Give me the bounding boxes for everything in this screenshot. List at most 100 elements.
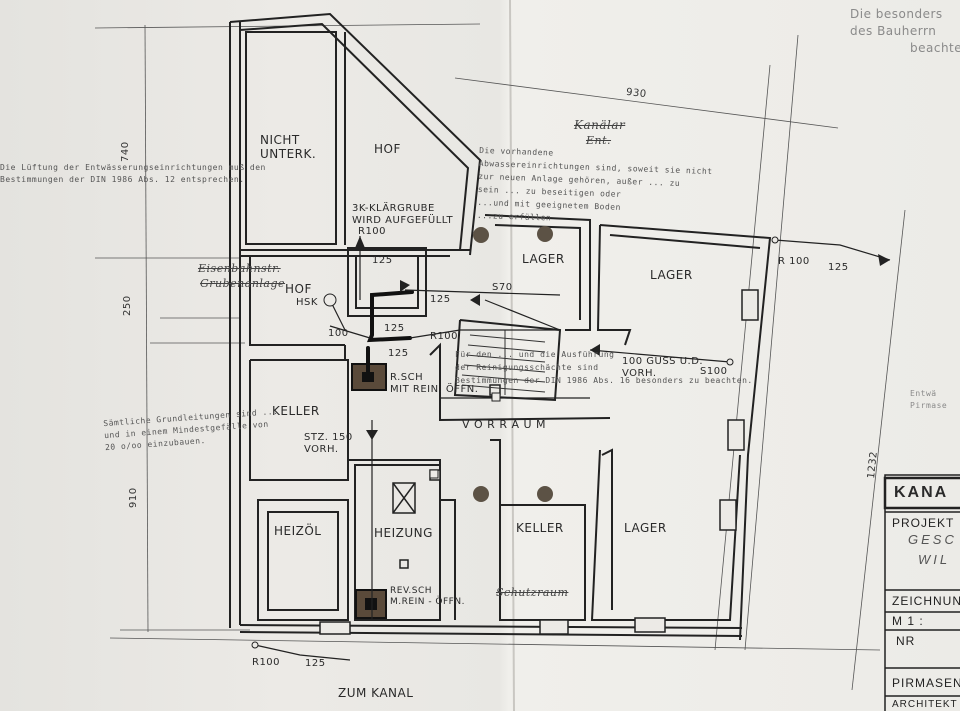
strikeout-e: Schutzraum	[496, 586, 569, 599]
room-nicht-unterk: NICHT UNTERK.	[260, 133, 316, 161]
wall-lager-bottom	[590, 449, 741, 621]
pipe-node-guss	[726, 358, 734, 366]
label-guss-line-1: 100 GUSS U.D.	[622, 356, 704, 367]
pipe-label-r100-mid: R100	[430, 331, 459, 342]
pipe-label-r100-kg: R100	[358, 226, 387, 237]
niche-6	[319, 621, 351, 635]
room-heizoel: HEIZÖL	[274, 524, 322, 538]
title-block-project-1: GESC	[908, 532, 957, 547]
room-lager-right: LAGER	[650, 268, 693, 282]
room-keller-left: KELLER	[272, 404, 320, 418]
note-right-faint-line-1: Entwä	[910, 389, 937, 398]
label-klaergrube: 3K-KLÄRGRUBE WIRD AUFGEFÜLLT	[352, 203, 453, 227]
label-rev-sch-line-1: REV.SCH	[390, 586, 433, 596]
pipe-label-125-c: 125	[384, 323, 405, 334]
vent-box-2	[429, 469, 439, 479]
wall-lager-small	[484, 214, 591, 331]
wall-top	[229, 12, 482, 256]
wall-stair	[453, 319, 562, 402]
room-nicht-line-2: UNTERK.	[260, 147, 317, 161]
wall-bottom	[239, 624, 743, 629]
label-guss: 100 GUSS U.D. VORH.	[622, 356, 703, 380]
note-rein-line-1: Für den ... und die Ausführung	[455, 350, 615, 359]
wall-room-nicht	[245, 31, 337, 245]
pipe-right-main	[774, 239, 891, 261]
pipe-label-100-hsk: 100	[328, 328, 349, 339]
label-stz-line-2: VORH.	[304, 444, 339, 455]
label-rev-sch: REV.SCH M.REIN - ÖFFN.	[390, 586, 465, 608]
wall-klaergrube	[347, 247, 427, 317]
pipe-r100-mid	[409, 329, 560, 339]
room-lager-bottom: LAGER	[624, 521, 667, 535]
wall-lager-right-left	[596, 224, 632, 346]
pipe-label-125-b: 125	[430, 294, 451, 305]
dimension-930: 930	[625, 86, 648, 101]
pipe-label-s70: S70	[492, 282, 513, 293]
dimension-740: 740	[120, 141, 131, 162]
wall-lager-right	[599, 224, 772, 641]
pipe-label-r100-bottom: R100	[252, 657, 281, 668]
note-lueftung-line-2: Bestimmungen der DIN 1986 Abs. 12 entspr…	[0, 175, 245, 184]
title-block-scale: M 1 :	[892, 614, 924, 628]
niche-1	[741, 289, 759, 321]
strikeout-b: Ent.	[586, 134, 612, 147]
note-top-right-line-3: beachte	[910, 41, 960, 55]
pipe-label-s100: S100	[700, 366, 728, 377]
paper-fold	[509, 0, 515, 711]
note-lueftung: Die Lüftung der Entwässerungseinrichtung…	[0, 162, 266, 186]
arrow-right	[878, 254, 890, 266]
wall-lager-right-in	[609, 234, 761, 249]
strikeout-d: Grubenanlage	[200, 277, 286, 290]
wall-heizung	[354, 464, 441, 621]
pipe-node-right	[771, 236, 779, 244]
label-klaergrube-line-2: WIRD AUFGEFÜLLT	[352, 215, 454, 226]
niche-3	[719, 499, 737, 531]
title-block-place: PIRMASEN	[892, 676, 960, 690]
niche-5	[634, 617, 666, 633]
street-line-1	[714, 64, 771, 651]
note-right-faint-line-2: Pirmase	[910, 401, 948, 410]
punch-hole-2	[537, 226, 553, 242]
title-block-nr: NR	[896, 634, 916, 648]
label-r-sch-line-1: R.SCH	[390, 372, 424, 383]
street-line-2	[744, 34, 799, 651]
arrow-s70	[470, 294, 480, 306]
pipe-label-r100-right: R 100	[778, 256, 810, 267]
title-block-heading: KANA	[894, 484, 949, 501]
room-hof-top: HOF	[374, 142, 401, 156]
note-vorhandene: Die vorhandene Abwassereinrichtungen sin…	[477, 144, 714, 230]
label-stz: STZ. 150 VORH.	[304, 432, 353, 456]
pipe-bottom	[254, 644, 351, 661]
label-guss-line-2: VORH.	[622, 368, 657, 379]
wall-keller-left	[249, 359, 349, 481]
hsk-marker	[323, 293, 337, 307]
note-reinigungsschaechte: Für den ... und die Ausführung der Reini…	[455, 348, 753, 387]
label-rev-sch-line-2: M.REIN - ÖFFN.	[390, 597, 465, 607]
punch-hole-1	[473, 227, 489, 243]
pipe-kg-main	[370, 290, 414, 314]
arrow-down	[366, 430, 378, 440]
wall-lager-small-in	[494, 224, 581, 320]
room-hof-mid: HOF	[285, 282, 312, 296]
pipe-label-125-a: 125	[372, 255, 393, 266]
note-top-right: Die besonders des Bauherrn beachte	[850, 6, 960, 57]
title-block-zeichnung: ZEICHNUN	[892, 594, 960, 608]
room-nicht-line-1: NICHT	[260, 133, 300, 147]
dim-line-left	[144, 24, 149, 633]
niche-4	[539, 619, 569, 635]
lower-edge	[109, 637, 881, 651]
label-hsk: HSK	[296, 297, 318, 308]
punch-hole-3	[473, 486, 489, 502]
pipe-label-125-right: 125	[828, 262, 849, 273]
room-heizung: HEIZUNG	[374, 526, 433, 540]
wall-bottom-2	[239, 631, 743, 637]
strikeout-a: Kanälar	[574, 118, 626, 132]
wall-lager-bottom-in	[601, 448, 613, 610]
note-rein-line-2: der Reinigungsschächte sind	[455, 363, 599, 372]
wall-heizung-right	[440, 499, 456, 620]
title-block-architect: ARCHITEKT	[892, 699, 958, 710]
label-r-sch: R.SCH MIT REIN. ÖFFN.	[390, 372, 478, 396]
room-lager-small: LAGER	[522, 252, 565, 266]
